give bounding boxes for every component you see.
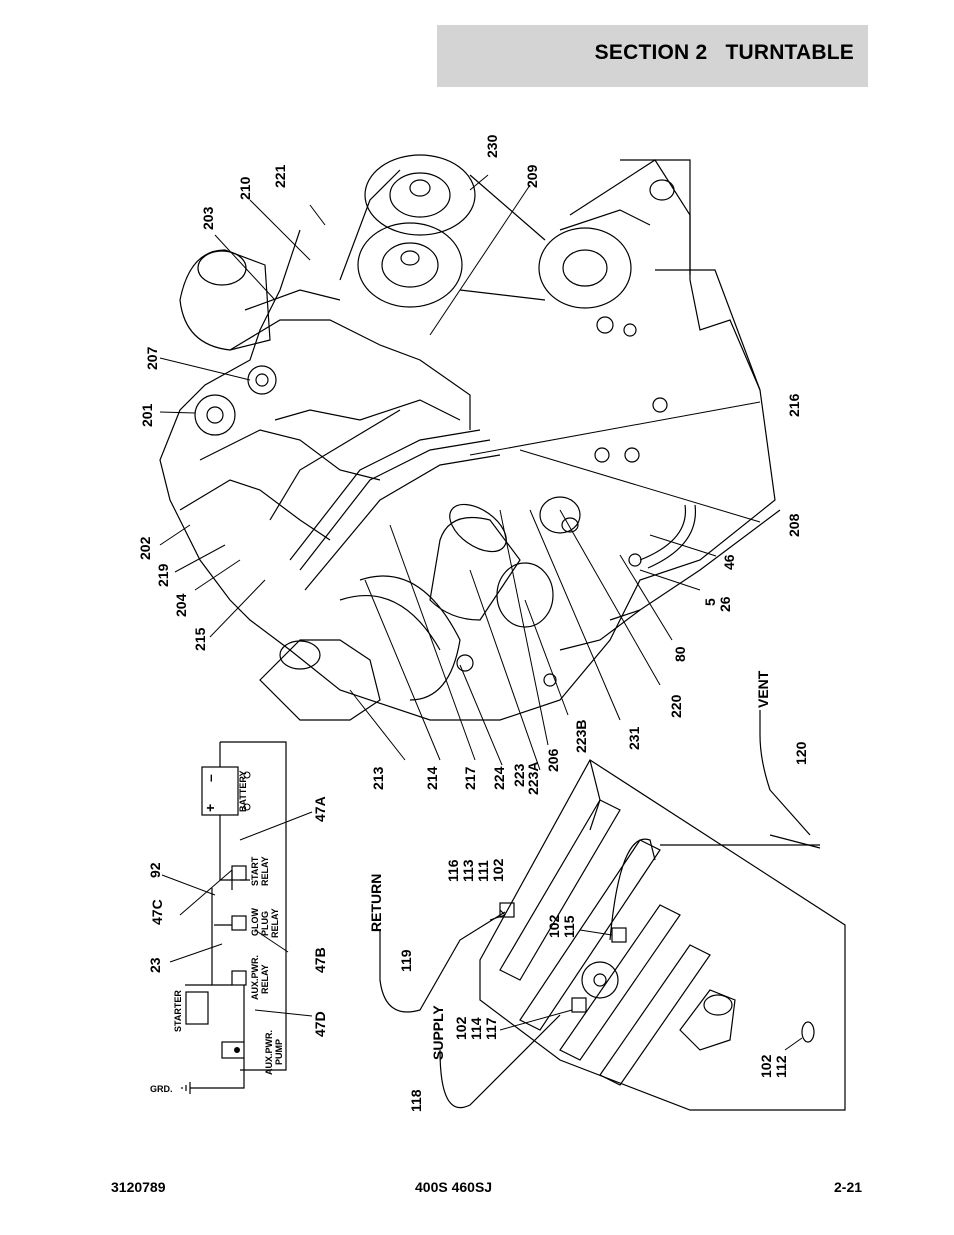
callout-102-tank: 102 (758, 1054, 774, 1078)
callout-111: 111 (475, 860, 491, 882)
callout-230: 230 (484, 134, 500, 158)
battery-label: BATTERY (238, 771, 248, 813)
callout-labels: 230 209 221 210 203 207 201 216 208 202 … (137, 134, 809, 1112)
callout-210: 210 (237, 176, 253, 200)
callout-102-filter: 102 (490, 858, 506, 882)
callout-92: 92 (147, 862, 163, 878)
callout-214: 214 (424, 766, 440, 790)
footer-doc-number: 3120789 (111, 1179, 166, 1195)
callout-209: 209 (524, 164, 540, 188)
callout-102-return: 102 (546, 914, 562, 938)
callout-216: 216 (786, 393, 802, 417)
glow-plug-relay-label-1: GLOW (250, 908, 260, 936)
callout-217: 217 (462, 766, 478, 790)
callout-114: 114 (468, 1017, 484, 1040)
callout-80: 80 (672, 646, 688, 662)
section-title: SECTION 2 TURNTABLE (594, 41, 854, 64)
callout-119: 119 (398, 949, 414, 972)
glow-plug-relay-label-3: RELAY (270, 908, 280, 938)
callout-23: 23 (147, 957, 163, 973)
callout-221: 221 (272, 164, 288, 188)
callout-113: 113 (460, 859, 476, 882)
starter-label: STARTER (173, 990, 183, 1032)
callout-117: 117 (483, 1017, 499, 1040)
callout-219: 219 (155, 563, 171, 587)
callout-118: 118 (408, 1089, 424, 1112)
callout-120: 120 (793, 741, 809, 765)
footer-models: 400S 460SJ (415, 1179, 493, 1195)
battery-plus-sign: + (202, 804, 218, 812)
start-relay-label-1: START (250, 856, 260, 886)
callout-215: 215 (192, 627, 208, 651)
battery-plus-terminal (243, 803, 251, 811)
aux-relay-label-1: AUX.PWR. (250, 955, 260, 1000)
callout-46: 46 (721, 554, 737, 570)
callout-115: 115 (561, 915, 577, 938)
callout-223: 223 (511, 763, 527, 787)
supply-line-label: SUPPLY (430, 1005, 446, 1060)
callout-102-supply: 102 (453, 1016, 469, 1040)
callout-116: 116 (445, 859, 461, 882)
hydraulic-tank-illustration (379, 710, 846, 1111)
aux-pump-label-2: PUMP (274, 1039, 284, 1065)
section-header: SECTION 2 TURNTABLE (437, 25, 868, 87)
callout-47d: 47D (312, 1011, 328, 1037)
glow-plug-relay-label-2: PLUG (260, 911, 270, 936)
battery-minus-terminal (243, 771, 251, 779)
start-relay-label-2: RELAY (260, 856, 270, 886)
callout-213: 213 (370, 766, 386, 790)
wiring-schematic (181, 741, 287, 1094)
callout-203: 203 (200, 206, 216, 230)
callout-207: 207 (144, 346, 160, 370)
callout-47c: 47C (149, 899, 165, 925)
leader-lines (159, 174, 803, 1051)
ground-label: GRD. (150, 1084, 173, 1094)
aux-relay-label-2: RELAY (260, 964, 270, 994)
callout-47a: 47A (312, 796, 328, 822)
vent-line-label: VENT (755, 670, 771, 708)
callout-26: 26 (717, 596, 733, 612)
callout-231: 231 (626, 726, 642, 750)
callout-5: 5 (702, 598, 718, 606)
callout-202: 202 (137, 536, 153, 560)
aux-pump-label-1: AUX.PWR. (264, 1030, 274, 1075)
callout-204: 204 (173, 593, 189, 617)
callout-206: 206 (545, 748, 561, 772)
callout-224: 224 (491, 766, 507, 790)
callout-112: 112 (773, 1055, 789, 1078)
footer-page-number: 2-21 (834, 1179, 863, 1195)
callout-220: 220 (668, 694, 684, 718)
pump-terminal (234, 1047, 240, 1053)
engine-illustration (159, 154, 781, 721)
callout-208: 208 (786, 513, 802, 537)
return-line-label: RETURN (368, 874, 384, 932)
callout-201: 201 (139, 403, 155, 427)
callout-223b: 223B (573, 720, 589, 753)
battery-minus-sign: – (202, 774, 218, 782)
callout-223a: 223A (525, 762, 541, 795)
callout-47b: 47B (312, 947, 328, 973)
